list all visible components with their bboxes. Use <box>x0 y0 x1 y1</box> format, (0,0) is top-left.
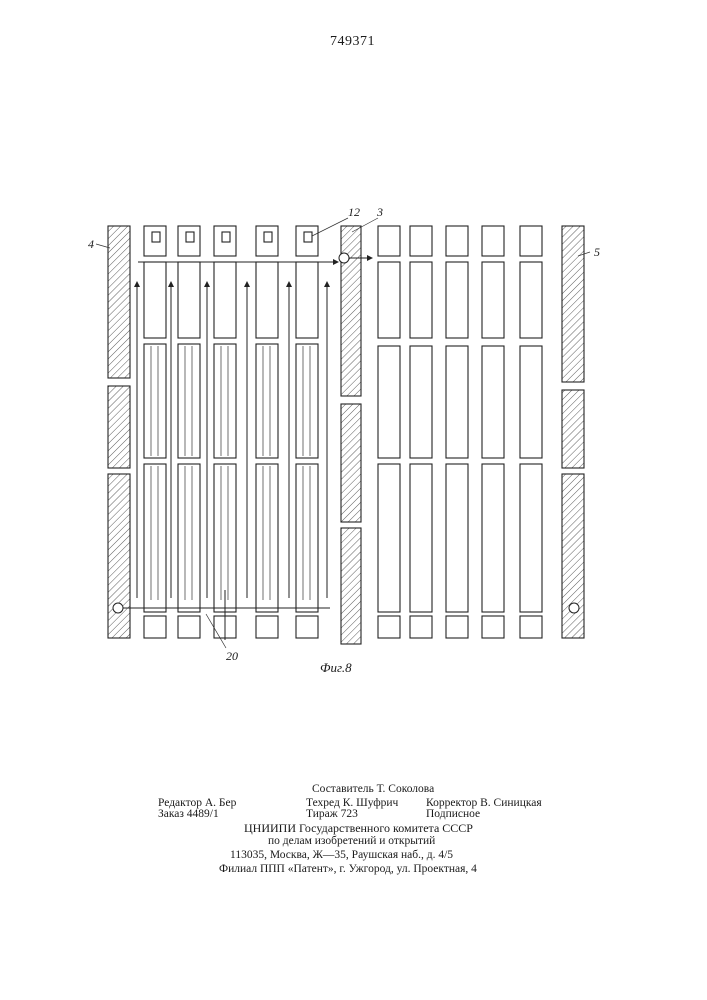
left-end-plate <box>108 226 130 638</box>
left-plate-group <box>144 226 318 638</box>
label-4: 4 <box>88 237 94 251</box>
imprint-org-line1: ЦНИИПИ Государственного комитета СССР <box>244 822 473 835</box>
label-20: 20 <box>226 649 238 663</box>
label-5: 5 <box>594 245 600 259</box>
figure-caption: Фиг.8 <box>320 660 352 675</box>
imprint-address2: Филиал ППП «Патент», г. Ужгород, ул. Про… <box>219 863 477 876</box>
imprint-circulation: Тираж 723 <box>306 808 358 821</box>
imprint-subscription: Подписное <box>426 808 480 821</box>
imprint-org-line2: по делам изобретений и открытий <box>268 835 435 848</box>
right-plate-group <box>378 226 542 638</box>
label-12: 12 <box>348 205 360 219</box>
divider-plate <box>341 226 361 644</box>
label-3: 3 <box>376 205 383 219</box>
right-end-plate <box>562 226 584 638</box>
imprint-compiler: Составитель Т. Соколова <box>312 783 434 796</box>
imprint-address1: 113035, Москва, Ж—35, Раушская наб., д. … <box>230 849 453 862</box>
imprint-order: Заказ 4489/1 <box>158 808 219 821</box>
